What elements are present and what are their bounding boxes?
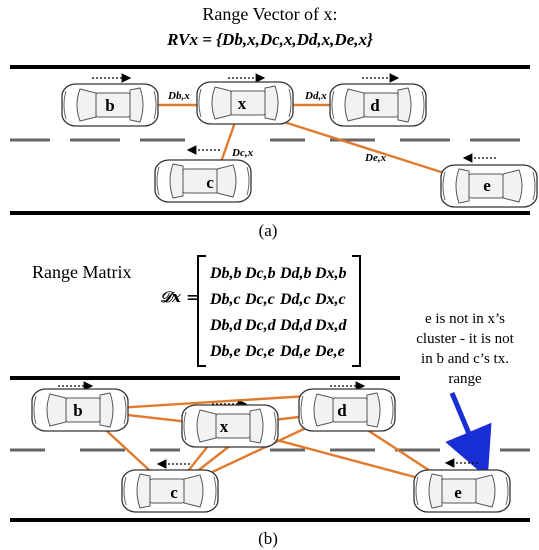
- matrix-cell: Dx,c: [314, 291, 346, 308]
- matrix-cell: Db,b: [209, 265, 242, 282]
- matrix-cell: Dx,d: [314, 317, 348, 334]
- car-label-d: d: [370, 96, 380, 115]
- caption-a: (a): [259, 221, 278, 240]
- distance-label-c-x: Dc,x: [231, 147, 254, 159]
- pointer-arrow: [445, 392, 492, 479]
- note-line: e is not in x’s: [425, 311, 505, 327]
- car-label-d: d: [337, 401, 347, 420]
- matrix-cell: Db,d: [209, 317, 243, 334]
- distance-label-d-x: Dd,x: [304, 90, 327, 102]
- car-c: [154, 159, 252, 203]
- matrix-cell: Dd,c: [279, 291, 311, 308]
- car-label-e: e: [483, 176, 491, 195]
- car-x: [181, 404, 279, 448]
- car-d: [298, 388, 396, 432]
- caption-b: (b): [258, 529, 278, 548]
- note-line: range: [448, 371, 482, 387]
- annotation-note: e is not in x’s cluster - it is not in b…: [416, 311, 514, 387]
- matrix-right-bracket: [352, 255, 361, 367]
- matrix-cell: Db,c: [209, 291, 241, 308]
- car-label-x: x: [220, 417, 229, 436]
- matrix-left-bracket: [197, 255, 206, 367]
- matrix-cell: Dx,b: [314, 265, 347, 282]
- car-label-b: b: [73, 401, 82, 420]
- range-matrix: Db,b Dc,b Dd,b Dx,b Db,c Dc,c Dd,c Dx,c …: [209, 265, 348, 360]
- matrix-cell: Dd,d: [279, 317, 313, 334]
- matrix-cell: Dc,e: [244, 343, 275, 360]
- matrix-cell: Dc,d: [244, 317, 277, 334]
- matrix-cell: Db,e: [209, 343, 241, 360]
- car-label-b: b: [105, 96, 114, 115]
- matrix-cell: Dc,c: [244, 291, 275, 308]
- car-label-c: c: [206, 173, 214, 192]
- panel-a-title-line1: Range Vector of x:: [202, 4, 337, 24]
- distance-label-e-x: De,x: [364, 152, 387, 164]
- car-e: [413, 469, 511, 513]
- panel-a-title-line2: RVx = {Db,x,Dc,x,Dd,x,De,x}: [166, 30, 373, 49]
- car-label-e: e: [454, 483, 462, 502]
- matrix-symbol: 𝒟x =: [160, 288, 199, 306]
- note-line: cluster - it is not: [416, 331, 514, 347]
- car-label-x: x: [238, 94, 247, 113]
- panel-b-title: Range Matrix: [32, 262, 131, 282]
- matrix-cell: Dd,e: [279, 343, 311, 360]
- matrix-cell: Dd,b: [279, 265, 312, 282]
- distance-label-b-x: Db,x: [167, 90, 190, 102]
- matrix-cell: De,e: [314, 343, 345, 360]
- matrix-cell: Dc,b: [244, 265, 276, 282]
- car-label-c: c: [170, 483, 178, 502]
- note-line: in b and c’s tx.: [421, 351, 509, 367]
